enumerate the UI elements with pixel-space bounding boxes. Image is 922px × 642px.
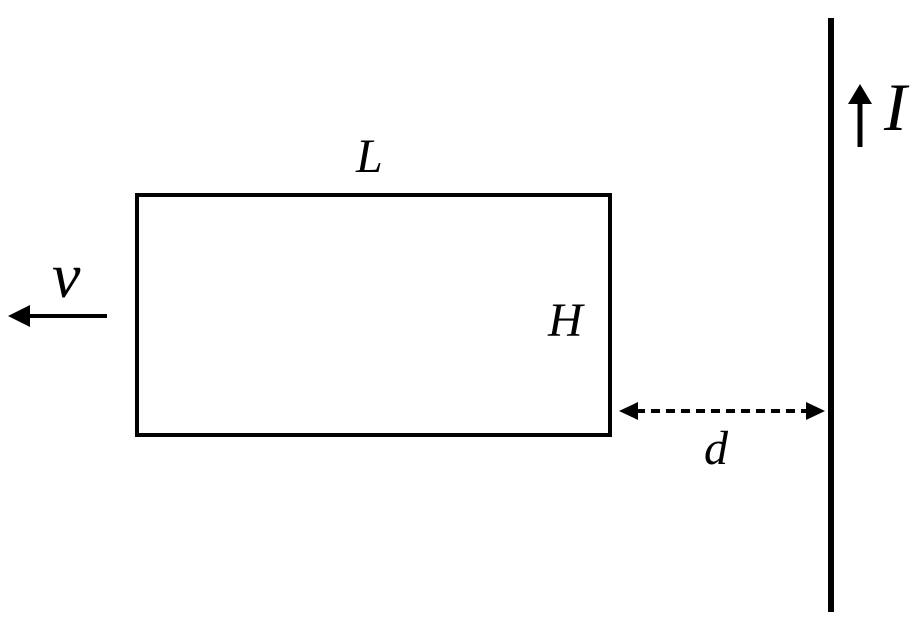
- distance-label: d: [704, 422, 729, 475]
- height-label: H: [547, 294, 585, 347]
- velocity-label: v: [52, 240, 81, 311]
- current-label: I: [883, 69, 910, 145]
- current-arrow: [848, 84, 872, 147]
- velocity-arrow: [8, 305, 107, 327]
- length-label: L: [355, 130, 383, 183]
- distance-arrow: [619, 402, 825, 420]
- rectangular-loop: [135, 193, 612, 437]
